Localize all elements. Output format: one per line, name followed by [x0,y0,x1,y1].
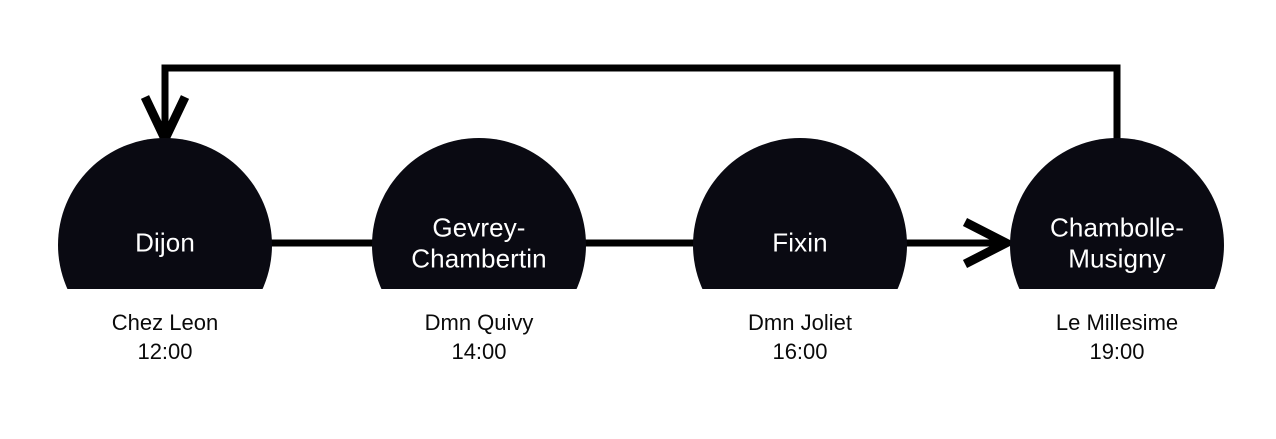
node-venue-fixin: Dmn Joliet [748,310,852,335]
node-shape-dijon[interactable] [58,138,272,352]
edge-fixin-to-chambolle [895,217,1016,269]
arrowhead-icon [962,217,1016,269]
node-caption-fixin: Dmn Joliet 16:00 [748,308,852,366]
node-shape-gevrey-chambertin[interactable] [372,138,586,352]
node-venue-dijon: Chez Leon [111,310,219,335]
node-caption-chambolle-musigny: Le Millesime 19:00 [1056,308,1178,366]
node-time-gevrey-chambertin: 14:00 [451,339,507,365]
node-venue-gevrey-chambertin: Dmn Quivy [424,310,534,335]
node-caption-dijon: Chez Leon 12:00 [112,308,218,366]
node-time-fixin: 16:00 [772,339,828,365]
node-time-chambolle-musigny: 19:00 [1089,339,1145,365]
node-caption-gevrey-chambertin: Dmn Quivy 14:00 [425,308,534,366]
node-venue-chambolle-musigny: Le Millesime [1055,310,1179,335]
node-shape-fixin[interactable] [693,138,907,352]
node-time-dijon: 12:00 [137,339,193,365]
node-shape-chambolle-musigny[interactable] [1010,138,1224,352]
